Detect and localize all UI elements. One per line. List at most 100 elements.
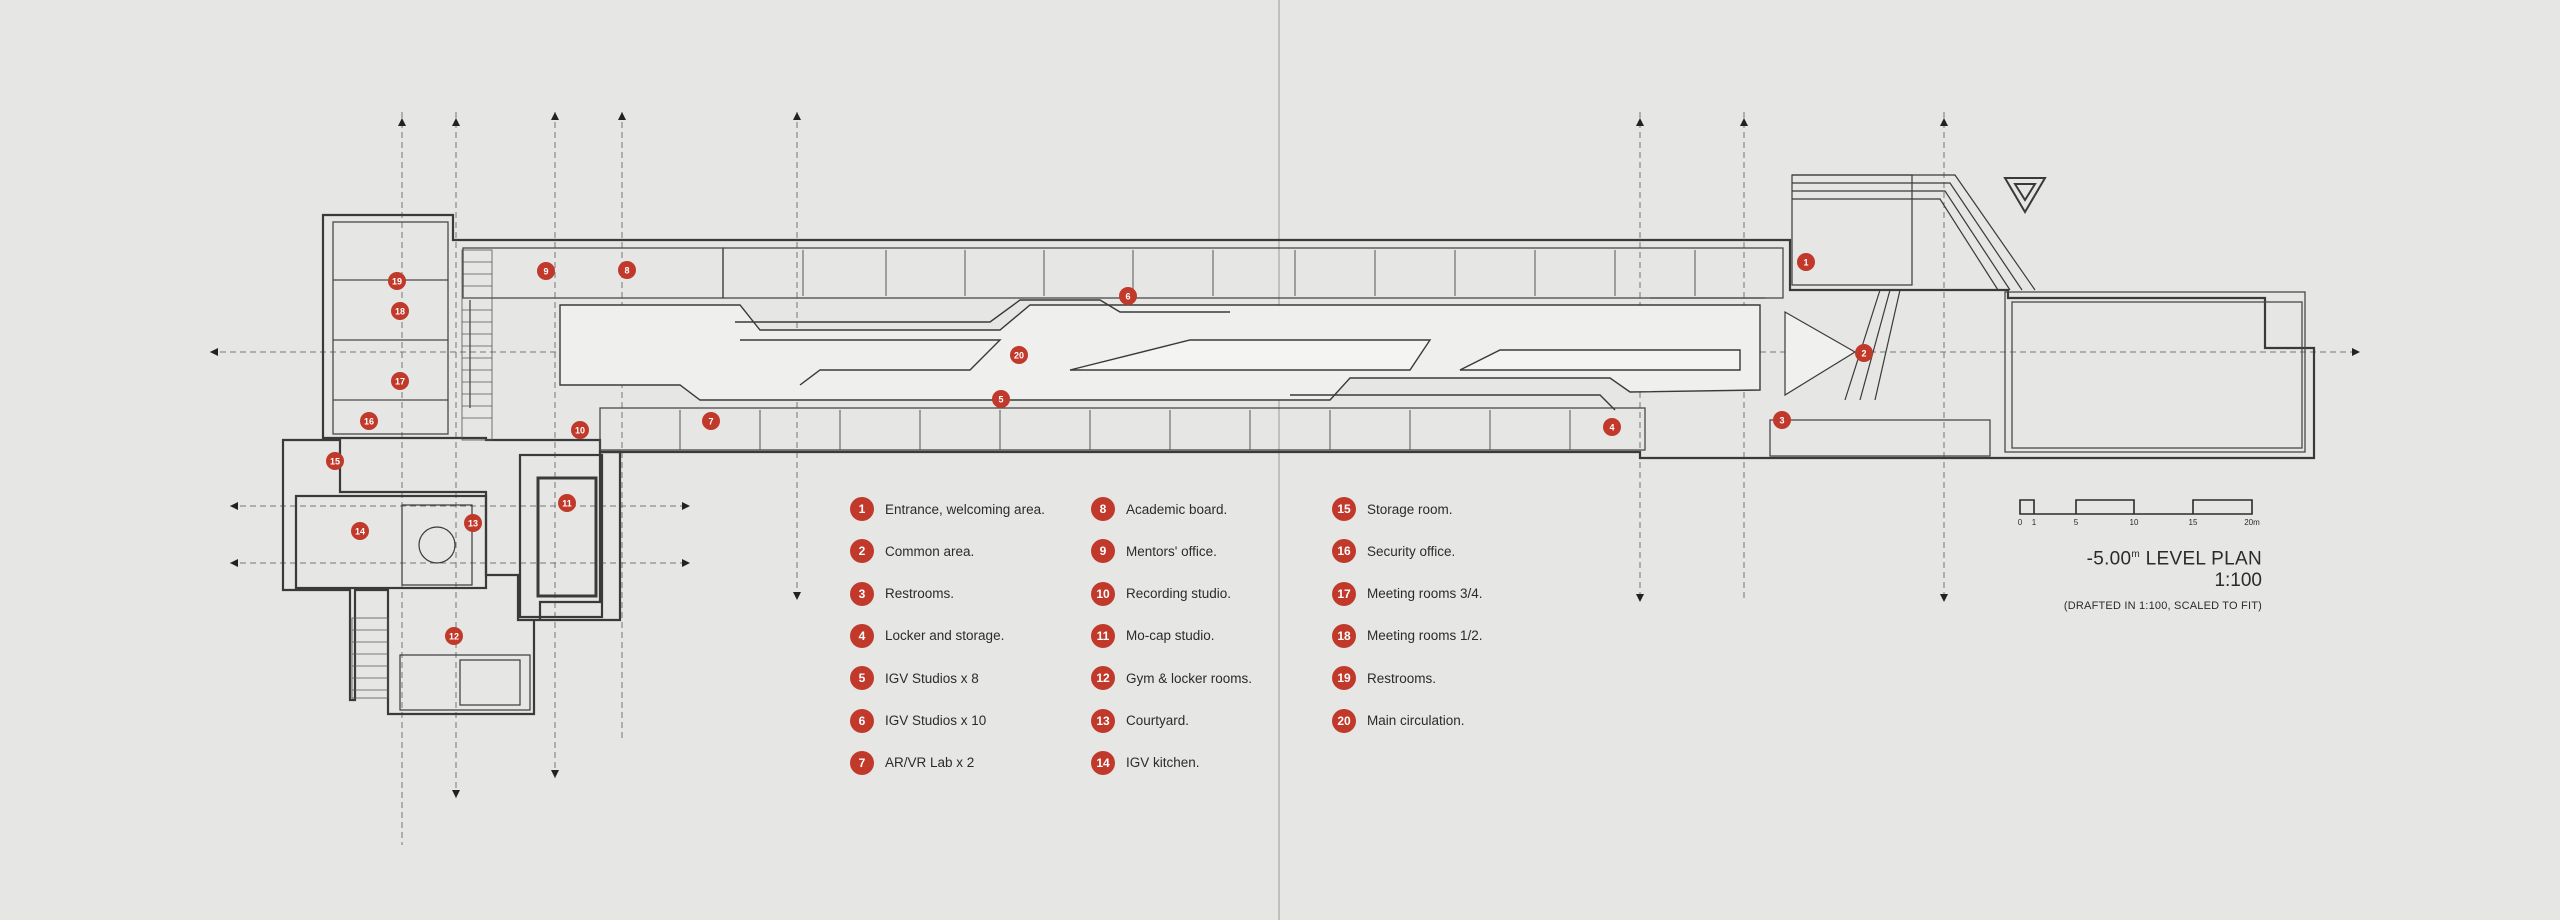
plan-marker-12: 12 bbox=[445, 627, 463, 645]
plan-marker-number: 2 bbox=[1861, 349, 1866, 359]
logo-mark bbox=[2003, 177, 2047, 214]
circulation-path bbox=[559, 299, 1761, 411]
legend-number-badge: 4 bbox=[850, 623, 874, 648]
plan-marker-circle bbox=[618, 261, 636, 279]
plan-marker-circle bbox=[571, 421, 589, 439]
plan-marker-circle bbox=[1773, 411, 1791, 429]
legend-label: Restrooms. bbox=[885, 586, 955, 602]
plan-marker-number: 11 bbox=[562, 499, 572, 509]
plan-marker-number: 18 bbox=[395, 307, 405, 317]
legend-label: Academic board. bbox=[1126, 501, 1228, 517]
plan-marker-5: 5 bbox=[992, 390, 1010, 408]
plan-marker-number: 17 bbox=[395, 377, 405, 387]
legend-item-8: 8 Academic board. bbox=[1091, 495, 1227, 523]
scale-bar-tick-label: 5 bbox=[2073, 518, 2079, 527]
plan-marker-circle bbox=[351, 522, 369, 540]
section-markers bbox=[210, 112, 2360, 798]
legend-label: IGV kitchen. bbox=[1126, 755, 1200, 771]
plan-marker-18: 18 bbox=[391, 302, 409, 320]
plan-marker-number: 16 bbox=[364, 417, 374, 427]
plan-marker-circle bbox=[1119, 287, 1137, 305]
legend-item-4: 4 Locker and storage. bbox=[850, 622, 1004, 650]
plan-marker-number: 7 bbox=[708, 417, 713, 427]
plan-marker-6: 6 bbox=[1119, 287, 1137, 305]
plan-marker-number: 15 bbox=[330, 457, 340, 467]
legend-label: Recording studio. bbox=[1126, 586, 1232, 602]
plan-marker-circle bbox=[464, 514, 482, 532]
legend-label: AR/VR Lab x 2 bbox=[885, 755, 975, 771]
plan-marker-number: 12 bbox=[449, 632, 459, 642]
scale-bar-tick-label: 15 bbox=[2188, 518, 2198, 527]
scale-bar-tick-label: 10 bbox=[2129, 518, 2139, 527]
plan-marker-11: 11 bbox=[558, 494, 576, 512]
legend-item-3: 3 Restrooms. bbox=[850, 580, 954, 608]
legend-number-badge: 16 bbox=[1332, 539, 1356, 564]
stairs bbox=[351, 249, 493, 699]
legend-label: Mentors' office. bbox=[1126, 543, 1217, 559]
plan-marker-circle bbox=[992, 390, 1010, 408]
legend-number-badge: 14 bbox=[1091, 750, 1115, 775]
plan-marker-number: 14 bbox=[355, 527, 365, 537]
legend-number-badge: 8 bbox=[1091, 497, 1115, 521]
scale-bar-tick-label: 1 bbox=[2031, 518, 2037, 527]
legend-number-badge: 2 bbox=[850, 539, 874, 564]
legend-number-badge: 10 bbox=[1091, 581, 1115, 606]
legend-label: IGV Studios x 10 bbox=[885, 713, 987, 728]
legend-label: Storage room. bbox=[1367, 501, 1453, 517]
legend-item-1: 1 Entrance, welcoming area. bbox=[850, 495, 1045, 523]
plan-marker-circle bbox=[391, 302, 409, 320]
legend-item-19: 19 Restrooms. bbox=[1332, 664, 1436, 692]
plan-marker-number: 19 bbox=[392, 277, 402, 287]
plan-marker-circle bbox=[1603, 418, 1621, 436]
plan-marker-2: 2 bbox=[1855, 344, 1873, 362]
legend-number-badge: 6 bbox=[850, 708, 874, 733]
plan-marker-number: 13 bbox=[468, 519, 478, 529]
plan-marker-circle bbox=[388, 272, 406, 290]
legend-number-badge: 12 bbox=[1091, 666, 1115, 691]
plan-marker-circle bbox=[1010, 346, 1028, 364]
legend-item-16: 16 Security office. bbox=[1332, 537, 1455, 565]
legend-number-badge: 3 bbox=[850, 581, 874, 606]
legend-item-9: 9 Mentors' office. bbox=[1091, 537, 1217, 565]
legend-label: Meeting rooms 3/4. bbox=[1367, 586, 1483, 602]
legend-label: Main circulation. bbox=[1367, 713, 1465, 728]
legend-label: Meeting rooms 1/2. bbox=[1367, 628, 1483, 644]
legend-item-14: 14 IGV kitchen. bbox=[1091, 749, 1200, 777]
plan-marker-circle bbox=[391, 372, 409, 390]
legend-item-6: 6 IGV Studios x 10 bbox=[850, 707, 986, 735]
legend-number-badge: 18 bbox=[1332, 623, 1356, 648]
title-block: -5.00m LEVEL PLAN 1:100 (DRAFTED IN 1:10… bbox=[2064, 544, 2262, 612]
legend-label: Restrooms. bbox=[1367, 670, 1437, 686]
legend-label: Common area. bbox=[885, 543, 975, 559]
plan-scale: 1:100 bbox=[2214, 570, 2262, 592]
legend-number-badge: 1 bbox=[850, 497, 874, 521]
plan-title: -5.00m LEVEL PLAN bbox=[2086, 548, 2262, 570]
legend-number-badge: 19 bbox=[1332, 666, 1356, 691]
legend-number-badge: 5 bbox=[850, 666, 874, 691]
studio-partitions-top bbox=[802, 250, 1696, 296]
legend-number-badge: 9 bbox=[1091, 539, 1115, 564]
legend-item-18: 18 Meeting rooms 1/2. bbox=[1332, 622, 1483, 650]
plan-marker-circle bbox=[1855, 344, 1873, 362]
legend-label: Entrance, welcoming area. bbox=[885, 501, 1045, 517]
legend-number-badge: 20 bbox=[1332, 708, 1356, 733]
legend-number-badge: 17 bbox=[1332, 581, 1356, 606]
plan-marker-number: 10 bbox=[575, 426, 585, 436]
plan-marker-number: 4 bbox=[1609, 423, 1614, 433]
scale-bar-tick-label: 20m bbox=[2244, 518, 2260, 527]
legend-label: Security office. bbox=[1367, 543, 1456, 559]
plan-marker-number: 20 bbox=[1014, 351, 1024, 361]
legend-label: Locker and storage. bbox=[885, 628, 1005, 644]
plan-marker-circle bbox=[558, 494, 576, 512]
plan-marker-circle bbox=[702, 412, 720, 430]
plan-marker-circle bbox=[537, 262, 555, 280]
legend-number-badge: 15 bbox=[1332, 497, 1356, 521]
legend-label: Courtyard. bbox=[1126, 713, 1190, 728]
plan-marker-circle bbox=[360, 412, 378, 430]
